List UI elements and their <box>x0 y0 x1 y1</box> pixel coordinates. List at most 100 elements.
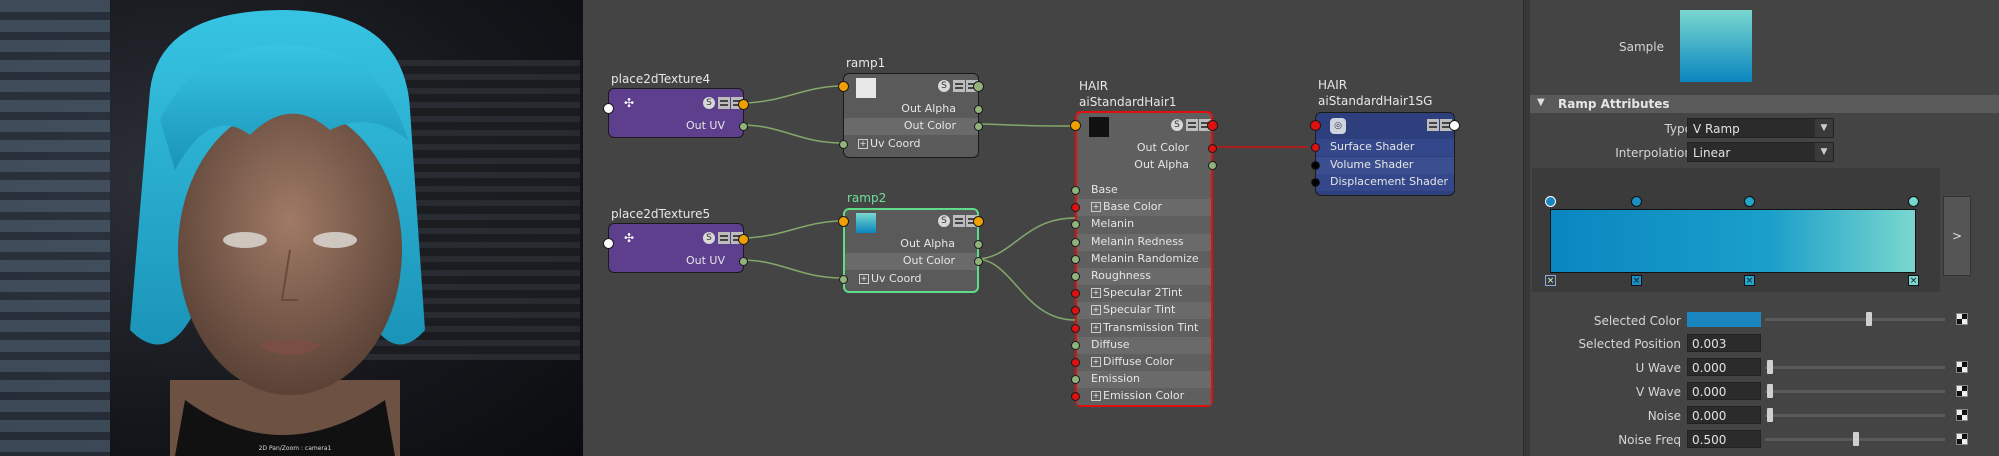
attribute-list-icon[interactable] <box>1427 119 1439 131</box>
out-color-port[interactable]: Out Color <box>845 253 977 270</box>
selected-position-field[interactable]: 0.003 <box>1687 334 1761 352</box>
attribute-list-icon[interactable] <box>953 215 965 227</box>
out-alpha-port[interactable]: Out Alpha <box>1134 158 1189 171</box>
interpolation-dropdown[interactable]: Linear ▼ <box>1687 142 1834 162</box>
out-uv-plug[interactable] <box>739 122 748 131</box>
out-color-port[interactable]: Out Color <box>1077 140 1211 157</box>
expand-icon[interactable]: + <box>1091 305 1101 316</box>
render-viewport[interactable]: 2D Pan/Zoom : camera1 <box>0 0 583 456</box>
swatch-icon[interactable]: S <box>938 80 950 92</box>
noise-freq-field[interactable]: 0.500 <box>1687 430 1761 448</box>
attribute-list-icon[interactable] <box>953 80 965 92</box>
ramp-delete-icon[interactable]: × <box>1908 275 1919 286</box>
ramp-delete-icon[interactable]: × <box>1744 275 1755 286</box>
noise-freq-slider-thumb[interactable] <box>1853 432 1859 446</box>
swatch-icon[interactable]: S <box>703 232 715 244</box>
attribute-port[interactable]: Melanin Randomize <box>1071 250 1211 268</box>
aistandardhair1-node[interactable]: HAIR aiStandardHair1 S Out Color Out Alp… <box>1070 79 1218 407</box>
uv-coord-port[interactable]: +Uv Coord <box>858 137 921 150</box>
uv-coord-plug[interactable] <box>839 275 848 284</box>
map-texture-icon[interactable] <box>1956 409 1968 421</box>
expand-icon[interactable]: + <box>1091 322 1101 333</box>
u-wave-slider-thumb[interactable] <box>1767 360 1773 374</box>
input-plug[interactable] <box>1311 178 1320 187</box>
input-plug[interactable] <box>1311 143 1320 152</box>
output-plug[interactable] <box>1207 120 1218 131</box>
node-editor[interactable]: place2dTexture4 ✣ S Out UV place2dTextur… <box>583 0 1523 456</box>
input-plug[interactable] <box>603 103 614 114</box>
attribute-list-icon[interactable] <box>718 97 730 109</box>
out-color-plug[interactable] <box>974 122 983 131</box>
out-alpha-port[interactable]: Out Alpha <box>900 237 955 250</box>
uv-coord-plug[interactable] <box>839 140 848 149</box>
ramp-handle[interactable] <box>1908 196 1919 207</box>
attribute-port[interactable]: +Specular Tint <box>1071 302 1211 320</box>
noise-slider-thumb[interactable] <box>1767 408 1773 422</box>
swatch-icon[interactable]: S <box>703 97 715 109</box>
output-plug[interactable] <box>1449 120 1460 131</box>
input-plug[interactable] <box>1071 237 1080 247</box>
input-plug[interactable] <box>1071 375 1080 385</box>
panel-scroll-divider[interactable] <box>1524 0 1530 456</box>
input-plug[interactable] <box>1071 340 1080 350</box>
input-plug[interactable] <box>838 81 849 92</box>
noise-field[interactable]: 0.000 <box>1687 406 1761 424</box>
place2dtexture4-node[interactable]: place2dTexture4 ✣ S Out UV <box>603 72 749 138</box>
out-color-plug[interactable] <box>1208 144 1217 153</box>
v-wave-field[interactable]: 0.000 <box>1687 382 1761 400</box>
input-plug[interactable] <box>1071 186 1080 195</box>
selected-color-slider-thumb[interactable] <box>1866 312 1872 326</box>
v-wave-slider-thumb[interactable] <box>1767 384 1773 398</box>
attribute-port[interactable]: Diffuse <box>1071 336 1211 354</box>
attribute-list-icon[interactable] <box>1186 119 1198 131</box>
swatch-icon[interactable]: S <box>938 215 950 227</box>
attribute-port[interactable]: Melanin <box>1071 216 1211 234</box>
input-plug[interactable] <box>1071 358 1080 367</box>
output-plug[interactable] <box>738 99 749 110</box>
expand-icon[interactable]: + <box>1091 288 1101 299</box>
ramp-handle-selected[interactable] <box>1545 196 1556 207</box>
attribute-port[interactable]: +Base Color <box>1071 199 1211 217</box>
attribute-list-icon[interactable] <box>718 232 730 244</box>
noise-slider-track[interactable] <box>1765 414 1945 417</box>
attribute-editor-panel[interactable]: Sample ▼ Ramp Attributes Type V Ramp ▼ I… <box>1523 0 1999 456</box>
input-plug[interactable] <box>1071 306 1080 316</box>
input-plug[interactable] <box>1071 392 1080 402</box>
uv-coord-port[interactable]: +Uv Coord <box>859 272 922 285</box>
output-plug[interactable] <box>973 216 984 227</box>
out-alpha-port[interactable]: Out Alpha <box>901 102 956 115</box>
out-color-port[interactable]: Out Color <box>844 118 978 135</box>
input-plug[interactable] <box>1071 203 1080 213</box>
expand-icon[interactable]: + <box>859 274 869 284</box>
ramp-handle[interactable] <box>1744 196 1755 207</box>
input-plug[interactable] <box>1071 323 1080 333</box>
shader-port[interactable]: Displacement Shader <box>1311 174 1454 191</box>
out-alpha-plug[interactable] <box>1208 161 1217 170</box>
attribute-port[interactable]: Melanin Redness <box>1071 233 1211 251</box>
attribute-port[interactable]: +Specular 2Tint <box>1071 285 1211 303</box>
input-plug[interactable] <box>1071 220 1080 230</box>
type-dropdown[interactable]: V Ramp ▼ <box>1687 118 1834 138</box>
input-plug[interactable] <box>1311 160 1320 170</box>
place2dtexture5-node[interactable]: place2dTexture5 ✣ S Out UV <box>603 207 749 273</box>
input-plug[interactable] <box>1071 272 1080 281</box>
expand-icon[interactable]: + <box>858 139 868 149</box>
expand-icon[interactable]: + <box>1091 357 1101 367</box>
map-texture-icon[interactable] <box>1956 385 1968 397</box>
input-plug[interactable] <box>1071 289 1080 299</box>
input-plug[interactable] <box>603 238 614 249</box>
ramp-delete-icon[interactable]: × <box>1545 275 1556 286</box>
attribute-port[interactable]: Roughness <box>1071 268 1211 285</box>
out-color-plug[interactable] <box>974 257 983 266</box>
attribute-port[interactable]: Emission <box>1071 371 1211 389</box>
map-texture-icon[interactable] <box>1956 313 1968 325</box>
ramp-attributes-header[interactable]: ▼ Ramp Attributes <box>1530 95 1999 113</box>
output-plug[interactable] <box>738 234 749 245</box>
swatch-icon[interactable]: S <box>1171 119 1183 131</box>
u-wave-slider-track[interactable] <box>1765 366 1945 369</box>
v-wave-slider-track[interactable] <box>1765 390 1945 393</box>
shader-port[interactable]: Surface Shader <box>1311 139 1454 156</box>
ramp-gradient[interactable] <box>1550 209 1916 273</box>
ramp-expand-button[interactable]: > <box>1943 196 1971 276</box>
